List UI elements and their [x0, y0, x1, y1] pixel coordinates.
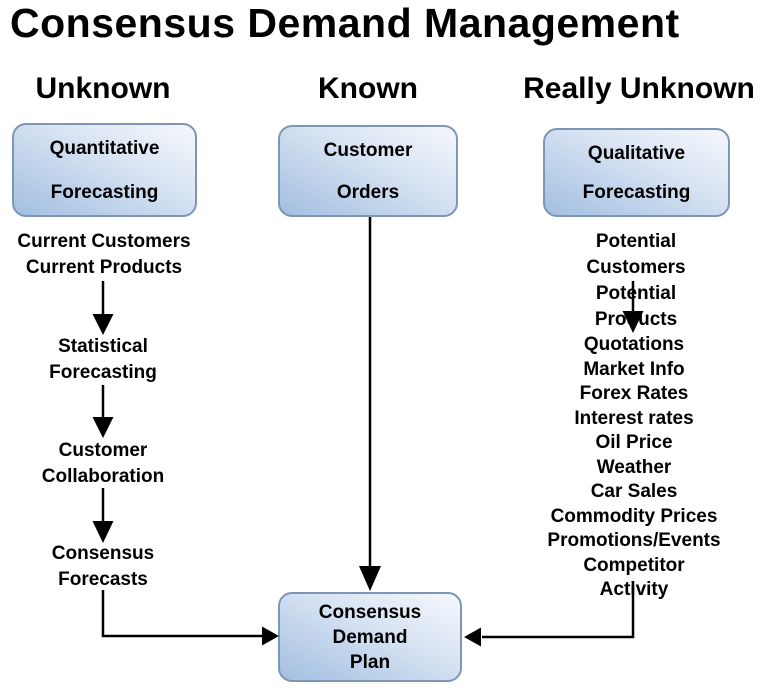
- arrowhead-statistical-to-collaboration: [92, 417, 114, 438]
- box-quantitative-line1: Quantitative: [49, 138, 160, 159]
- box-customer-orders: Customer Orders: [278, 125, 458, 217]
- label-customer-collaboration: Customer Collaboration: [41, 440, 165, 487]
- box-customer-orders-line1: Customer: [323, 140, 413, 161]
- box-consensus-demand-plan: Consensus Demand Plan: [278, 592, 462, 682]
- column-header-known: Known: [318, 72, 418, 105]
- column-header-unknown: Unknown: [35, 72, 171, 105]
- factor-car-sales: Car Sales: [590, 481, 678, 502]
- arrowhead-orders-to-plan: [359, 566, 381, 591]
- box-customer-orders-line2: Orders: [336, 182, 400, 203]
- factor-quotations: Quotations: [583, 334, 685, 355]
- box-quantitative-line2: Forecasting: [50, 182, 159, 203]
- diagram-title: Consensus Demand Management: [10, 0, 680, 46]
- box-qualitative-line1: Qualitative: [587, 143, 686, 164]
- box-quantitative-forecasting: Quantitative Forecasting: [12, 123, 197, 217]
- label-current-customers-products: Current Customers Current Products: [17, 231, 191, 278]
- factor-promotions-events: Promotions/Events: [547, 530, 721, 551]
- factor-market-info: Market Info: [583, 358, 685, 380]
- label-consensus-forecasts: Consensus Forecasts: [51, 543, 155, 590]
- factor-interest-rates: Interest rates: [574, 407, 694, 429]
- arrowhead-forecasts-to-plan: [262, 626, 279, 646]
- arrowhead-factors-to-plan: [464, 627, 481, 647]
- box-qualitative-forecasting: Qualitative Forecasting: [543, 128, 730, 217]
- factor-commodity-prices: Commodity Prices: [550, 505, 718, 527]
- column-header-really-unknown: Really Unknown: [523, 72, 755, 105]
- demand-factor-list: Quotations Market Info Forex Rates Inter…: [547, 333, 720, 603]
- arrowhead-inputs-to-statistical: [92, 314, 114, 335]
- factor-weather: Weather: [596, 456, 672, 478]
- label-statistical-forecasting: Statistical Forecasting: [49, 336, 157, 383]
- arrow-line-forecasts-to-plan: [101, 590, 263, 638]
- factor-oil-price: Oil Price: [595, 432, 673, 453]
- box-qualitative-line2: Forecasting: [582, 182, 691, 203]
- label-potential-customers-products: Potential Customers Potential Products: [586, 231, 686, 330]
- arrowhead-collaboration-to-consensus: [92, 521, 114, 543]
- factor-forex-rates: Forex Rates: [579, 383, 689, 404]
- factor-competitor-activity: Competitor Activity: [583, 554, 685, 601]
